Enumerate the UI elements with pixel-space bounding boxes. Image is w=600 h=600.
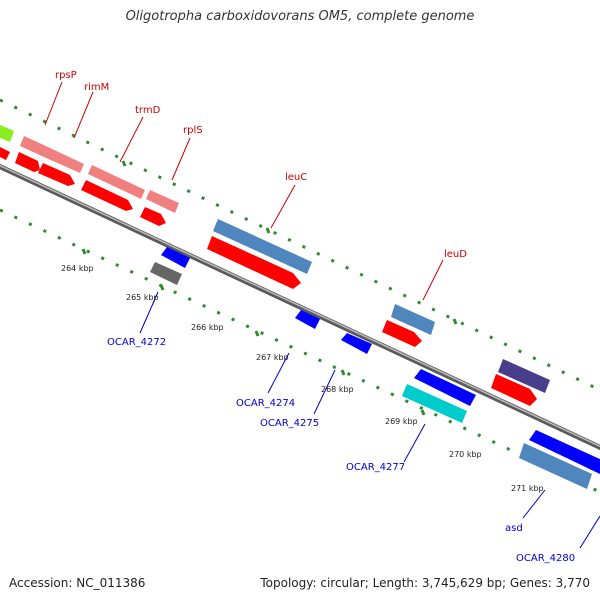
tick-label: 271 kbp (511, 484, 544, 493)
gene-OCAR_4280-feature (529, 430, 600, 475)
gene-red-feature (81, 180, 133, 211)
gene-rimM-feature (44, 147, 84, 173)
leader-line (522, 489, 546, 519)
backbone-line (0, 163, 600, 451)
tick-mark (420, 409, 426, 416)
reverse-labels (139, 291, 600, 549)
leader-line (119, 116, 144, 163)
tick-label: 267 kbp (256, 353, 289, 362)
leader-line (73, 91, 94, 139)
gene-label-leuD[interactable]: leuD (444, 249, 467, 260)
gene-label-OCAR_4280[interactable]: OCAR_4280 (516, 553, 575, 564)
tick-mark (340, 369, 346, 376)
gene-label-rplS[interactable]: rplS (183, 125, 203, 136)
forward-genes (0, 124, 550, 406)
tick-label: 269 kbp (385, 417, 418, 426)
tick-mark (159, 284, 165, 291)
gene-red-feature (0, 147, 10, 160)
gene-label-OCAR_4274[interactable]: OCAR_4274 (236, 398, 295, 409)
backbone-highlight (0, 164, 600, 448)
gene-red-feature (491, 374, 537, 406)
gene-leuD-feature (391, 304, 435, 335)
gene-rplS-feature (146, 190, 179, 213)
gene-blue-feature (414, 369, 476, 406)
gene-OCAR_4274-feature (295, 310, 320, 329)
tick-mark (81, 248, 87, 255)
gene-red-feature (38, 163, 75, 186)
gene-rpsP-feature (20, 136, 48, 157)
leader-line (44, 81, 63, 126)
gene-purple-feature (498, 359, 550, 393)
gene-OCAR_4277-feature (402, 384, 467, 423)
tick-label: 264 kbp (61, 264, 94, 273)
major-ticks (81, 160, 458, 416)
gene-label-trmD[interactable]: trmD (135, 105, 161, 116)
reverse-genes (150, 247, 600, 489)
tick-label: 268 kbp (321, 385, 354, 394)
tick-label: 265 kbp (126, 293, 159, 302)
track-guides (0, 98, 600, 494)
tick-label: 266 kbp (191, 323, 224, 332)
reverse-outer-guide (0, 208, 600, 494)
gene-blue-feature (161, 247, 190, 268)
gene-leuC-feature (213, 219, 312, 274)
gene-OCAR_4275-feature (341, 333, 372, 354)
gene-red-feature (15, 152, 40, 172)
topology-text: Topology: circular; Length: 3,745,629 bp… (260, 576, 590, 590)
forward-outer-guide (0, 98, 600, 392)
leader-line (422, 259, 444, 301)
tick-mark (452, 318, 458, 325)
gene-label-OCAR_4277[interactable]: OCAR_4277 (346, 462, 405, 473)
gene-asd-feature (519, 443, 592, 489)
gene-label-leuC[interactable]: leuC (285, 172, 307, 183)
leader-line (403, 423, 426, 463)
leader-line (139, 291, 159, 334)
gene-red-feature (207, 236, 301, 289)
leader-line (313, 369, 336, 415)
tick-label: 270 kbp (449, 450, 482, 459)
backbone (0, 163, 600, 451)
gene-label-rpsP[interactable]: rpsP (55, 70, 77, 81)
gene-label-rimM[interactable]: rimM (84, 82, 109, 93)
leader-line (579, 515, 600, 549)
accession-text: Accession: NC_011386 (9, 576, 146, 590)
leader-line (270, 184, 296, 229)
forward-labels (44, 81, 444, 301)
gene-red-feature (140, 207, 166, 226)
gene-label-asd[interactable]: asd (505, 523, 523, 534)
gene-green-feature (0, 124, 14, 142)
tick-mark (121, 160, 127, 167)
tick-mark (254, 330, 260, 337)
gene-OCAR_4272-feature (150, 262, 182, 285)
tick-mark (265, 227, 271, 234)
leader-line (267, 352, 290, 394)
gene-label-OCAR_4272[interactable]: OCAR_4272 (107, 337, 166, 348)
gene-label-OCAR_4275[interactable]: OCAR_4275 (260, 418, 319, 429)
map-title: Oligotropha carboxidovorans OM5, complet… (125, 9, 475, 24)
gene-red-feature (382, 320, 422, 347)
gene-trmD-feature (88, 165, 145, 199)
leader-line (171, 137, 191, 181)
